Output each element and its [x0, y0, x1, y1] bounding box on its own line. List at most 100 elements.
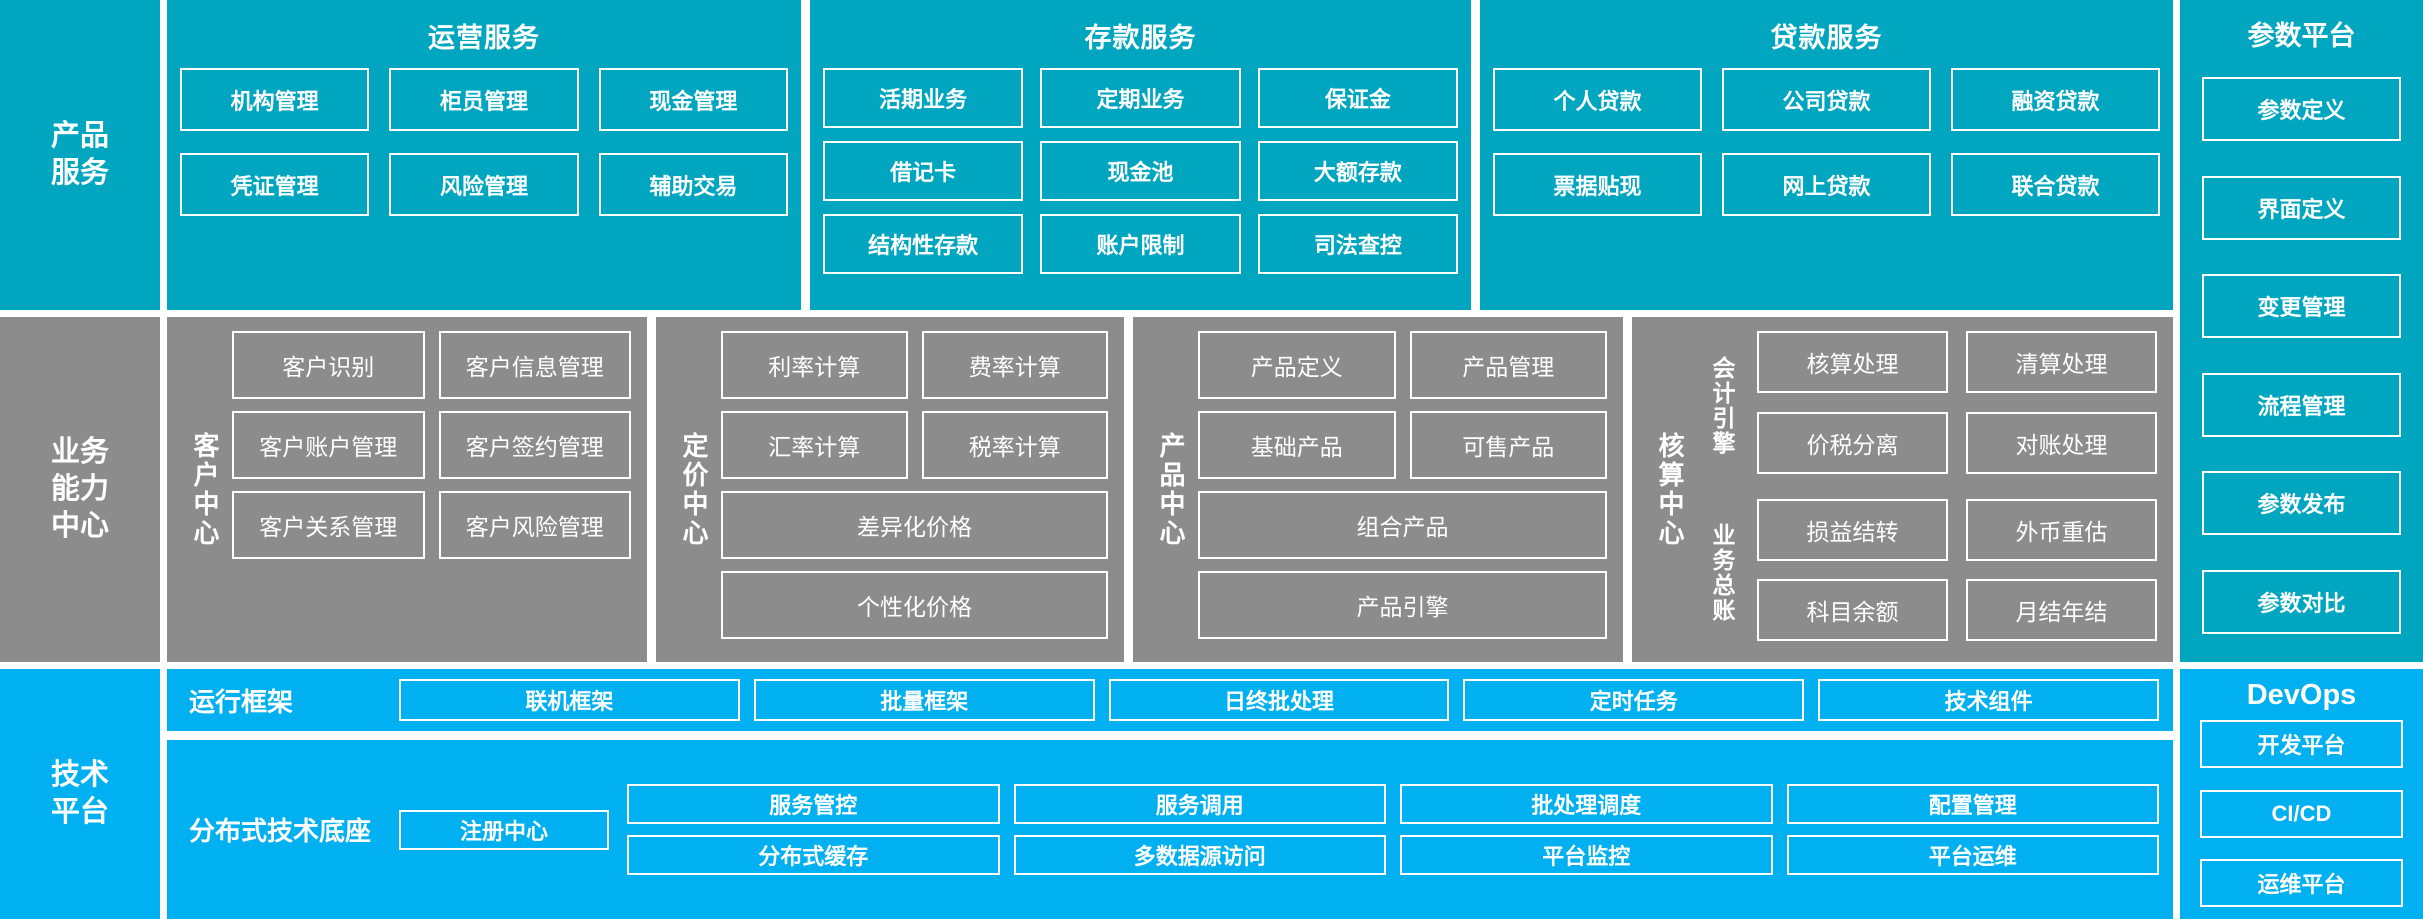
- service-item[interactable]: 票据贴现: [1493, 153, 1702, 216]
- capability-item[interactable]: 税率计算: [921, 411, 1108, 479]
- tech-item[interactable]: 平台监控: [1400, 835, 1773, 875]
- capability-item[interactable]: 差异化价格: [721, 491, 1108, 559]
- loan-service-grid: 个人贷款 公司贷款 融资贷款 票据贴现 网上贷款 联合贷款: [1493, 68, 2160, 216]
- domain-loan-services: 贷款服务 个人贷款 公司贷款 融资贷款 票据贴现 网上贷款 联合贷款: [1480, 0, 2173, 310]
- technology-stack: 运行框架 联机框架 批量框架 日终批处理 定时任务 技术组件 分布式技术底座 注…: [167, 669, 2423, 919]
- capability-item[interactable]: 客户信息管理: [438, 331, 631, 399]
- product-services-band: 产品 服务 运营服务 机构管理 柜员管理 现金管理 凭证管理 风险管理 辅助交易…: [0, 0, 2423, 310]
- rail-technology-platform: 技术 平台: [0, 669, 160, 919]
- capability-centers: 客户中心 客户识别 客户信息管理 客户账户管理 客户签约管理 客户关系管理 客户…: [167, 317, 2423, 662]
- tech-item[interactable]: 配置管理: [1786, 784, 2159, 824]
- capability-item[interactable]: 可售产品: [1409, 411, 1607, 479]
- distributed-base-items: 服务管控 服务调用 批处理调度 配置管理 分布式缓存 多数据源访问 平台监控 平…: [627, 784, 2159, 875]
- capability-item[interactable]: 对账处理: [1966, 411, 2157, 474]
- capability-item[interactable]: 核算处理: [1757, 331, 1948, 393]
- parameter-item[interactable]: 变更管理: [2202, 274, 2401, 339]
- tech-item[interactable]: 日终批处理: [1108, 679, 1450, 721]
- capability-item[interactable]: 利率计算: [721, 331, 908, 399]
- service-item[interactable]: 个人贷款: [1493, 68, 1702, 131]
- center-row: 个性化价格: [721, 571, 1108, 639]
- capability-item[interactable]: 个性化价格: [721, 571, 1108, 639]
- capability-item[interactable]: 清算处理: [1966, 331, 2157, 393]
- service-item[interactable]: 融资贷款: [1951, 68, 2160, 131]
- service-item[interactable]: 机构管理: [180, 68, 370, 131]
- parameter-item[interactable]: 界面定义: [2202, 175, 2401, 240]
- service-item[interactable]: 保证金: [1257, 68, 1458, 128]
- tech-item[interactable]: 批处理调度: [1400, 784, 1773, 824]
- tech-item[interactable]: 技术组件: [1818, 679, 2159, 721]
- parameter-item[interactable]: 参数发布: [2202, 471, 2401, 536]
- parameter-item[interactable]: 流程管理: [2202, 372, 2401, 437]
- capability-item[interactable]: 汇率计算: [721, 411, 908, 479]
- capability-item[interactable]: 产品引擎: [1198, 571, 1607, 639]
- service-item[interactable]: 借记卡: [823, 141, 1024, 201]
- right-platform-column: 参数平台 参数定义 界面定义 变更管理 流程管理 参数发布 参数对比 DevOp…: [2180, 0, 2423, 919]
- business-capability-band: 业务 能力 中心 客户中心 客户识别 客户信息管理 客户账户管理 客户签约管理 …: [0, 317, 2423, 662]
- capability-item[interactable]: 产品定义: [1198, 331, 1396, 399]
- center-row: 组合产品: [1198, 491, 1607, 559]
- parameter-item[interactable]: 参数定义: [2202, 77, 2401, 142]
- parameter-platform-panel: 参数平台 参数定义 界面定义 变更管理 流程管理 参数发布 参数对比: [2180, 0, 2423, 662]
- devops-item[interactable]: 开发平台: [2200, 720, 2403, 768]
- service-item[interactable]: 结构性存款: [823, 214, 1024, 274]
- capability-item[interactable]: 价税分离: [1757, 411, 1948, 474]
- service-item[interactable]: 联合贷款: [1951, 153, 2160, 216]
- devops-item[interactable]: CI/CD: [2200, 789, 2403, 838]
- capability-item[interactable]: 客户账户管理: [232, 411, 425, 479]
- capability-item[interactable]: 基础产品: [1198, 411, 1396, 479]
- service-item[interactable]: 网上贷款: [1722, 153, 1931, 216]
- business-ledger-grid: 损益结转 外币重估 科目余额 月结年结: [1757, 498, 2157, 649]
- technology-platform-band: 技术 平台 运行框架 联机框架 批量框架 日终批处理 定时任务 技术组件 分布式…: [0, 669, 2423, 919]
- service-item[interactable]: 司法查控: [1257, 214, 1458, 274]
- capability-item[interactable]: 费率计算: [921, 331, 1108, 399]
- tech-item[interactable]: 联机框架: [399, 679, 740, 721]
- capability-item[interactable]: 客户签约管理: [438, 411, 631, 479]
- tech-item[interactable]: 服务管控: [627, 784, 1000, 824]
- tech-item[interactable]: 定时任务: [1463, 679, 1805, 721]
- center-row: 差异化价格: [721, 491, 1108, 559]
- capability-item[interactable]: 组合产品: [1198, 491, 1607, 559]
- center-customer: 客户中心 客户识别 客户信息管理 客户账户管理 客户签约管理 客户关系管理 客户…: [167, 317, 647, 662]
- tech-item[interactable]: 平台运维: [1786, 835, 2159, 875]
- service-item[interactable]: 柜员管理: [389, 68, 579, 131]
- pricing-center-body: 利率计算 费率计算 汇率计算 税率计算 差异化价格 个性化价格: [721, 331, 1108, 648]
- capability-item[interactable]: 客户关系管理: [232, 491, 425, 559]
- service-item[interactable]: 现金管理: [598, 68, 788, 131]
- capability-item[interactable]: 产品管理: [1409, 331, 1607, 399]
- tech-item[interactable]: 分布式缓存: [627, 835, 1000, 875]
- tech-item-registry[interactable]: 注册中心: [399, 809, 609, 850]
- parameter-item[interactable]: 参数对比: [2202, 569, 2401, 634]
- service-item[interactable]: 凭证管理: [180, 153, 370, 216]
- service-item[interactable]: 账户限制: [1040, 214, 1241, 274]
- service-item[interactable]: 定期业务: [1040, 68, 1241, 128]
- service-item[interactable]: 大额存款: [1257, 141, 1458, 201]
- registry-center-wrap: 注册中心: [399, 809, 609, 850]
- center-row: 产品引擎: [1198, 571, 1607, 639]
- capability-item[interactable]: 科目余额: [1757, 579, 1948, 642]
- tech-item[interactable]: 批量框架: [753, 679, 1095, 721]
- group-label-business-ledger: 业务总账: [1709, 523, 1735, 624]
- capability-item[interactable]: 月结年结: [1966, 579, 2157, 642]
- tech-item[interactable]: 服务调用: [1013, 784, 1386, 824]
- devops-item[interactable]: 运维平台: [2200, 859, 2403, 907]
- domain-operations-services: 运营服务 机构管理 柜员管理 现金管理 凭证管理 风险管理 辅助交易: [167, 0, 801, 310]
- service-item[interactable]: 风险管理: [389, 153, 579, 216]
- accounting-center-body: 会计引擎 核算处理 清算处理 价税分离 对账处理 业务总账 损益结转 外币重估: [1697, 331, 2157, 648]
- service-item[interactable]: 活期业务: [823, 68, 1024, 128]
- product-service-domains: 运营服务 机构管理 柜员管理 现金管理 凭证管理 风险管理 辅助交易 存款服务 …: [167, 0, 2423, 310]
- capability-item[interactable]: 客户识别: [232, 331, 425, 399]
- capability-item[interactable]: 客户风险管理: [438, 491, 631, 559]
- capability-item[interactable]: 外币重估: [1966, 498, 2157, 561]
- service-item[interactable]: 辅助交易: [598, 153, 788, 216]
- tech-item[interactable]: 多数据源访问: [1013, 835, 1386, 875]
- operations-service-grid: 机构管理 柜员管理 现金管理 凭证管理 风险管理 辅助交易: [180, 68, 788, 216]
- center-label-product: 产品中心: [1156, 431, 1186, 548]
- distributed-base-label: 分布式技术底座: [189, 816, 372, 846]
- service-item[interactable]: 公司贷款: [1722, 68, 1931, 131]
- capability-item[interactable]: 损益结转: [1757, 498, 1948, 561]
- center-pricing: 定价中心 利率计算 费率计算 汇率计算 税率计算 差异化价格 个性化价格: [656, 317, 1124, 662]
- service-item[interactable]: 现金池: [1040, 141, 1241, 201]
- devops-panel: DevOps 开发平台 CI/CD 运维平台: [2180, 669, 2423, 919]
- center-row: 基础产品 可售产品: [1198, 411, 1607, 479]
